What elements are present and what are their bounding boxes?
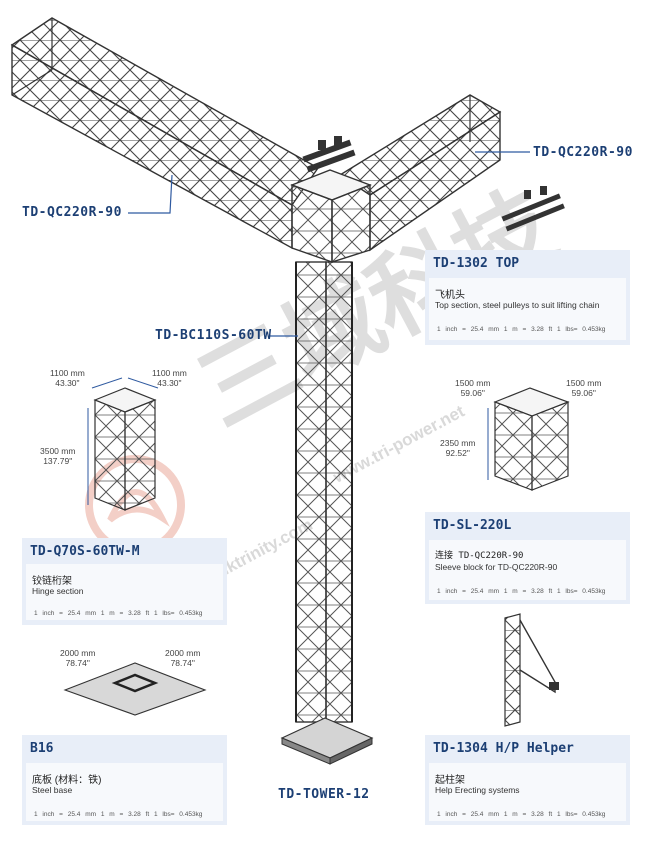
dim-hinge-w2: 1100 mm 43.30"	[152, 368, 187, 388]
panel-body: 铰链桁架 Hinge section 1 inch = 25.4 mm 1 m …	[26, 564, 223, 620]
left-beam	[10, 17, 320, 250]
panel-sl220: TD-SL-220L 连接 TD-QC220R-90 Sleeve block …	[425, 512, 630, 604]
label-qc-left: TD-QC220R-90	[22, 205, 122, 220]
leader-qc-left	[128, 174, 173, 214]
tower-mast	[295, 261, 353, 723]
panel-body: 起柱架 Help Erecting systems 1 inch = 25.4 …	[429, 763, 626, 821]
panel-title: TD-Q70S-60TW-M	[30, 544, 140, 559]
label-tower: TD-TOWER-12	[278, 787, 370, 802]
panel-conversion: 1 inch = 25.4 mm 1 m = 3.28 ft 1 lbs= 0.…	[437, 588, 606, 595]
panel-body: 底板 (材料：铁) Steel base 1 inch = 25.4 mm 1 …	[26, 763, 223, 821]
panel-zh: 连接 TD-QC220R-90	[435, 551, 524, 561]
panel-body: 飞机头 Top section, steel pulleys to suit l…	[429, 278, 626, 340]
panel-en: Top section, steel pulleys to suit lifti…	[435, 300, 600, 310]
hinge-section-drawing	[87, 377, 159, 511]
panel-en: Sleeve block for TD-QC220R-90	[435, 562, 558, 572]
panel-en: Steel base	[32, 785, 73, 795]
panel-title: B16	[30, 741, 54, 756]
panel-zh: 底板 (材料：铁)	[32, 775, 102, 786]
panel-body: 连接 TD-QC220R-90 Sleeve block for TD-QC22…	[429, 540, 626, 600]
label-qc-right: TD-QC220R-90	[533, 145, 633, 160]
panel-zh: 起柱架	[435, 775, 465, 786]
dim-top-w1: 1500 mm 59.06"	[455, 378, 491, 398]
dim-top-w2: 1500 mm 59.06"	[566, 378, 602, 398]
panel-conversion: 1 inch = 25.4 mm 1 m = 3.28 ft 1 lbs= 0.…	[437, 326, 606, 333]
panel-title: TD-1304 H/P Helper	[433, 741, 574, 756]
panel-zh: 铰链桁架	[32, 576, 72, 587]
dim-base-w2: 2000 mm 78.74"	[165, 648, 201, 668]
panel-b16: B16 底板 (材料：铁) Steel base 1 inch = 25.4 m…	[22, 735, 227, 825]
panel-en: Hinge section	[32, 586, 84, 596]
panel-td1304: TD-1304 H/P Helper 起柱架 Help Erecting sys…	[425, 735, 630, 825]
dim-hinge-h: 3500 mm 137.79"	[40, 446, 76, 466]
dim-base-w1: 2000 mm 78.74"	[60, 648, 96, 668]
panel-td1302: TD-1302 TOP 飞机头 Top section, steel pulle…	[425, 250, 630, 345]
panel-title: TD-SL-220L	[433, 518, 512, 533]
tower-head	[290, 136, 372, 263]
sleeve-block-part	[501, 186, 565, 232]
top-section-drawing	[487, 387, 570, 491]
base-plate-drawing	[63, 662, 207, 716]
panel-q70s: TD-Q70S-60TW-M 铰链桁架 Hinge section 1 inch…	[22, 538, 227, 625]
panel-conversion: 1 inch = 25.4 mm 1 m = 3.28 ft 1 lbs= 0.…	[437, 811, 606, 818]
panel-zh: 飞机头	[435, 290, 465, 301]
dim-hinge-w1: 1100 mm 43.30"	[50, 368, 85, 388]
panel-en: Help Erecting systems	[435, 785, 520, 795]
panel-conversion: 1 inch = 25.4 mm 1 m = 3.28 ft 1 lbs= 0.…	[34, 610, 203, 617]
tower-base	[280, 717, 374, 765]
panel-title: TD-1302 TOP	[433, 256, 520, 271]
dim-top-h: 2350 mm 92.52"	[440, 438, 476, 458]
helper-drawing	[504, 613, 559, 727]
label-bc: TD-BC110S-60TW	[155, 328, 272, 343]
panel-conversion: 1 inch = 25.4 mm 1 m = 3.28 ft 1 lbs= 0.…	[34, 811, 203, 818]
